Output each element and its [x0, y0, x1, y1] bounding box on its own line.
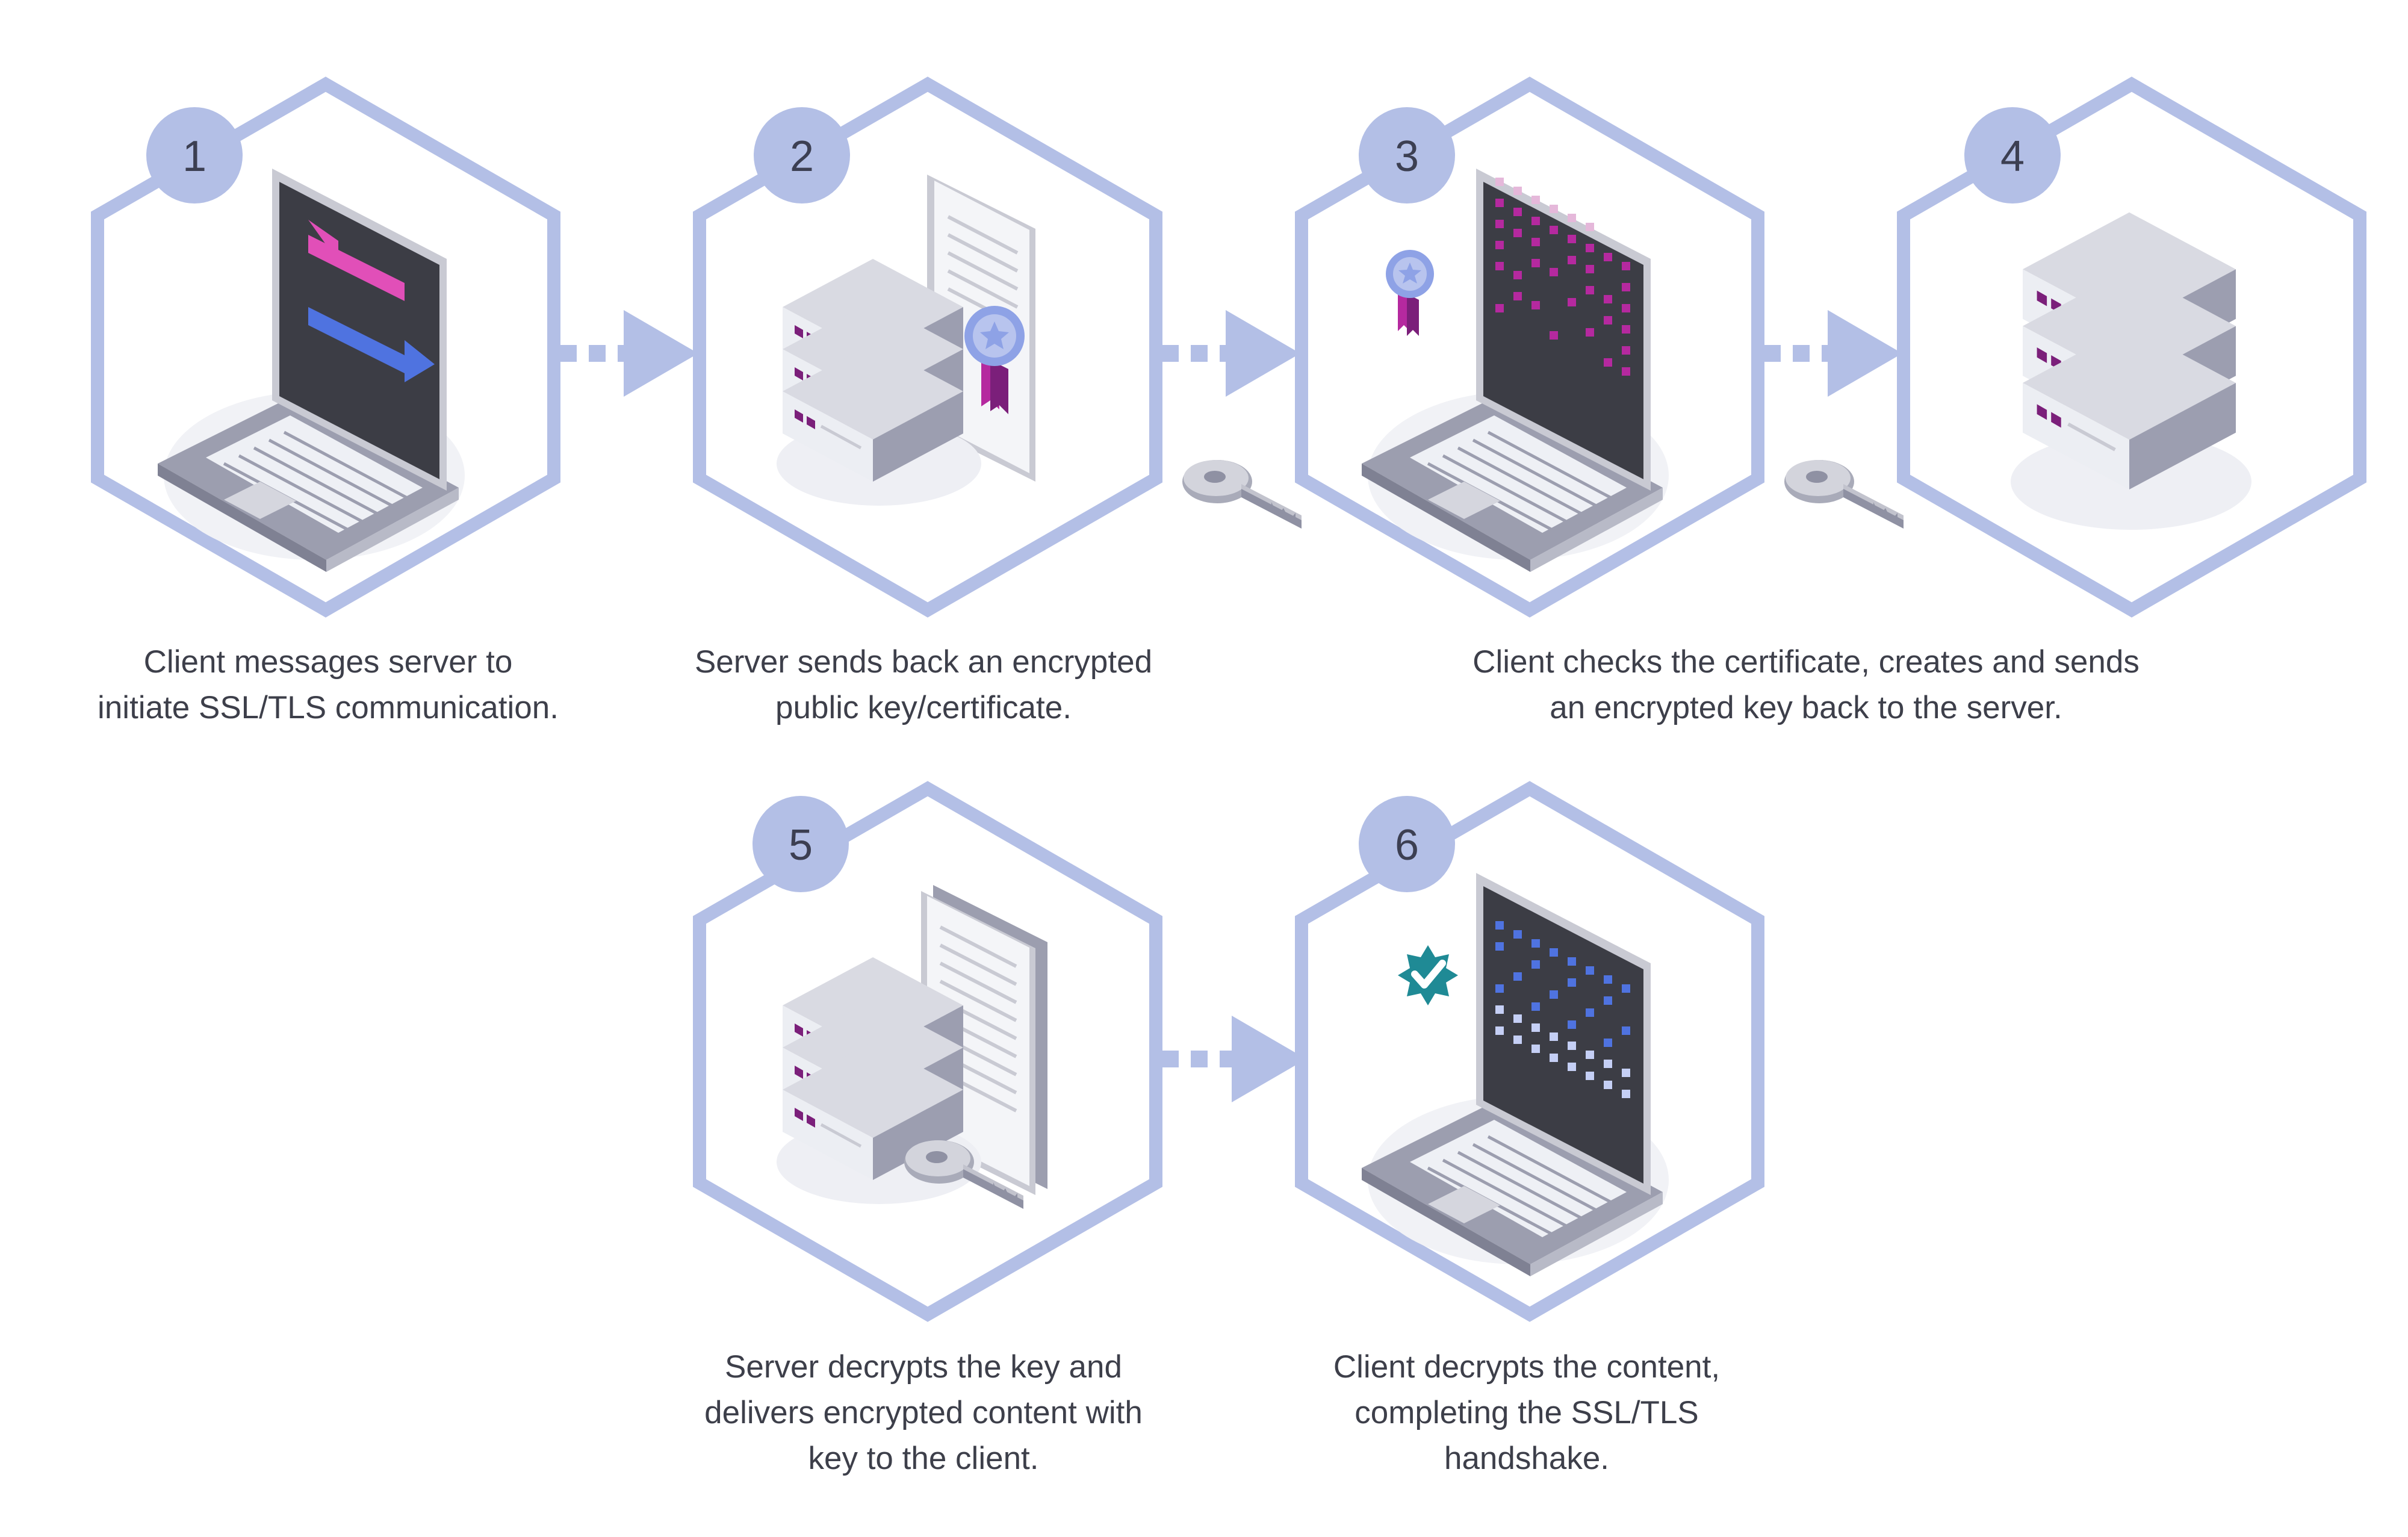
hexagon-frame-1: [91, 76, 560, 618]
laptop-verified-icon: [1362, 873, 1669, 1276]
step-badge-4: 4: [1964, 107, 2061, 203]
step-badge-3: 3: [1359, 107, 1455, 203]
svg-text:2: 2: [790, 132, 814, 181]
step-2-caption: Server sends back an encrypted public ke…: [694, 644, 1153, 725]
hexagon-frame-3: [1295, 76, 1764, 618]
step-6-caption: Client decrypts the content, completing …: [1333, 1349, 1721, 1476]
step-badge-6: 6: [1359, 796, 1455, 892]
dotted-arrow-icon: [1162, 1016, 1306, 1102]
svg-text:6: 6: [1395, 821, 1419, 869]
step-badge-5: 5: [752, 796, 849, 892]
server-icon: [2011, 213, 2251, 530]
hexagon-frame-4: [1897, 76, 2366, 618]
server-with-certificate-icon: [777, 175, 1035, 506]
hexagon-frame-2: [693, 76, 1162, 618]
step-5-caption: Server decrypts the key and delivers enc…: [704, 1349, 1143, 1476]
hexagon-frame-6: [1295, 781, 1764, 1322]
dotted-arrow-icon: [1162, 310, 1300, 397]
svg-text:4: 4: [2000, 132, 2025, 181]
dotted-arrow-icon: [560, 310, 698, 397]
step-badge-2: 2: [754, 107, 850, 203]
laptop-encrypted-with-medal-icon: [1362, 169, 1669, 572]
server-with-documents-icon: [777, 885, 1047, 1209]
svg-text:3: 3: [1395, 132, 1419, 181]
svg-text:1: 1: [182, 132, 206, 181]
step-1-caption: Client messages server to initiate SSL/T…: [98, 644, 559, 725]
key-icon: [1182, 460, 1302, 529]
key-icon: [1784, 460, 1904, 529]
step-badge-1: 1: [146, 107, 243, 203]
svg-text:5: 5: [789, 821, 813, 869]
laptop-exchange-arrows-icon: [158, 169, 465, 572]
dotted-arrow-icon: [1764, 310, 1902, 397]
step-3-caption: Client checks the certificate, creates a…: [1472, 644, 2140, 725]
hexagon-frame-5: [693, 781, 1162, 1322]
